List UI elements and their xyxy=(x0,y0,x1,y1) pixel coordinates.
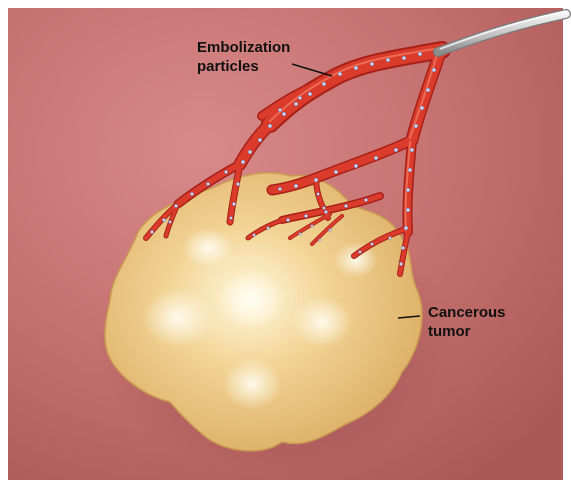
tumor-label-line2: tumor xyxy=(428,323,471,340)
tumor-label-line1: Cancerous xyxy=(428,304,506,321)
tumor-lobe xyxy=(222,358,282,410)
tumor-lobe xyxy=(292,296,352,348)
particles-label-line2: particles xyxy=(197,58,259,75)
particles-label-line1: Embolization xyxy=(197,39,290,56)
tumor-lobe xyxy=(142,288,214,348)
tumor-lobe xyxy=(218,270,286,330)
tumor-lobe xyxy=(182,228,234,268)
